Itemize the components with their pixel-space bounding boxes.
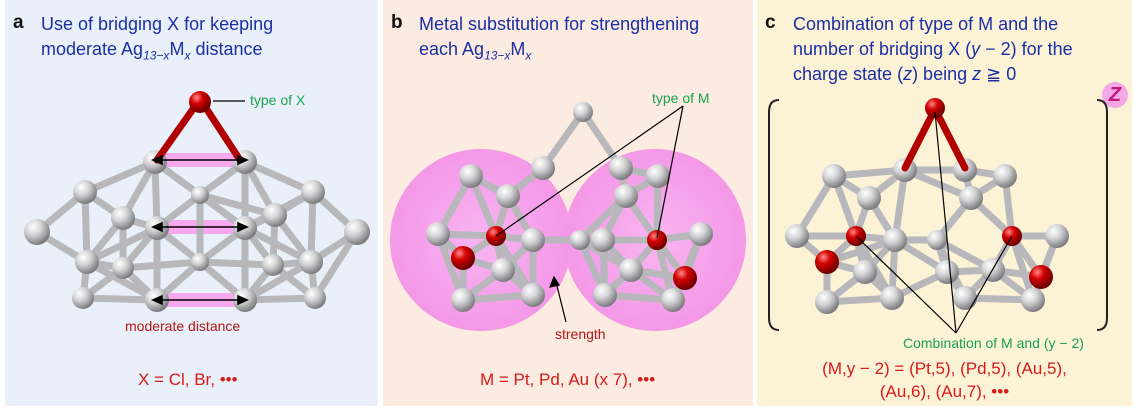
atoms (426, 102, 713, 312)
combination-label: Combination of M and (y − 2) (903, 335, 1084, 351)
panel-title: Metal substitution for strengthening eac… (419, 14, 700, 63)
ag-atom (521, 228, 545, 252)
ag-atom (191, 186, 209, 204)
bond (241, 158, 317, 196)
metal-atom-red (647, 230, 667, 250)
ag-atom (609, 156, 633, 180)
type-of-x-label: type of X (250, 92, 306, 108)
ag-atom (531, 156, 555, 180)
cluster-diagram-c (768, 98, 1108, 334)
ag-atom (815, 290, 839, 314)
panel-letter: a (13, 12, 24, 33)
panel-c: c Combination of type of M and the numbe… (757, 0, 1132, 406)
bridge-x (901, 98, 969, 172)
bond (119, 258, 204, 272)
m-formula: M = Pt, Pd, Au (x 7), ••• (480, 370, 656, 389)
panel-letter: b (391, 12, 403, 33)
ag-atom (953, 286, 977, 310)
moderate-distance-label: moderate distance (125, 318, 241, 334)
ag-atom (593, 283, 617, 307)
panel-letter: c (765, 12, 776, 33)
metal-atom-red (673, 266, 697, 290)
ag-atom (591, 228, 615, 252)
bond (196, 258, 277, 269)
panel-title: Use of bridging X for keeping moderate A… (41, 14, 274, 63)
ag-atom (451, 288, 475, 312)
ag-atom (262, 254, 284, 276)
combination-formula: (M,y − 2) = (Pt,5), (Pd,5), (Au,5), (Au,… (822, 359, 1067, 401)
cluster-diagram-a (24, 91, 370, 312)
ag-atom (304, 287, 326, 309)
bond (81, 158, 159, 196)
ag-atom (24, 219, 50, 245)
distance-arrows (151, 154, 249, 306)
ag-atom (570, 230, 590, 250)
pointer-lines (495, 105, 684, 323)
ag-atom (857, 186, 881, 210)
ag-atom (661, 288, 685, 312)
cluster-diagram-b (390, 102, 746, 331)
panel-a: a Use of bridging X for keeping moderate… (5, 0, 378, 406)
ag-atom (1045, 224, 1069, 248)
ag-atom (614, 184, 638, 208)
ag-atom (853, 260, 877, 284)
ag-atom (1021, 288, 1045, 312)
strength-label: strength (555, 326, 606, 342)
bond (79, 294, 161, 304)
ag-atom (496, 184, 520, 208)
ag-atom (491, 258, 515, 282)
ag-atom (573, 102, 593, 122)
ag-atom (785, 224, 809, 248)
ag-atom (927, 230, 947, 250)
ag-atom (344, 219, 370, 245)
panel-b: b Metal substitution for strengthening e… (383, 0, 753, 406)
ag-atom (301, 180, 325, 204)
metal-atom-red (1029, 265, 1053, 289)
x-formula: X = Cl, Br, ••• (138, 370, 238, 389)
bond (241, 258, 315, 304)
ag-atom (935, 260, 959, 284)
ag-atom (191, 253, 209, 271)
ag-atom (959, 186, 983, 210)
type-of-m-label: type of M (652, 90, 710, 106)
ag-atom (112, 257, 134, 279)
bond (196, 191, 279, 219)
charge-badge: Z (1102, 82, 1128, 108)
ag-atom (822, 164, 846, 188)
bond (241, 224, 315, 266)
ag-atom (75, 250, 99, 274)
bond (311, 228, 361, 302)
ag-atom (111, 206, 135, 230)
ag-atom (426, 222, 450, 246)
ag-atom (459, 164, 483, 188)
metal-atom-red (815, 250, 839, 274)
metal-atom-red (451, 246, 475, 270)
ag-atom (72, 287, 94, 309)
ag-atom (619, 258, 643, 282)
x-atom (925, 98, 945, 118)
ag-atom (883, 228, 907, 252)
ag-atom (689, 222, 713, 246)
ag-atom (880, 286, 904, 310)
ag-atom (263, 203, 287, 227)
ag-atom (521, 283, 545, 307)
bridge-x (153, 91, 245, 164)
brackets (768, 99, 1108, 331)
ag-atom (646, 164, 670, 188)
ag-atom (993, 164, 1017, 188)
ag-atom (73, 180, 97, 204)
ag-atom (299, 250, 323, 274)
x-atom (189, 91, 211, 113)
panel-title: Combination of type of M and the number … (793, 14, 1073, 84)
pointer-lines (855, 111, 1013, 334)
